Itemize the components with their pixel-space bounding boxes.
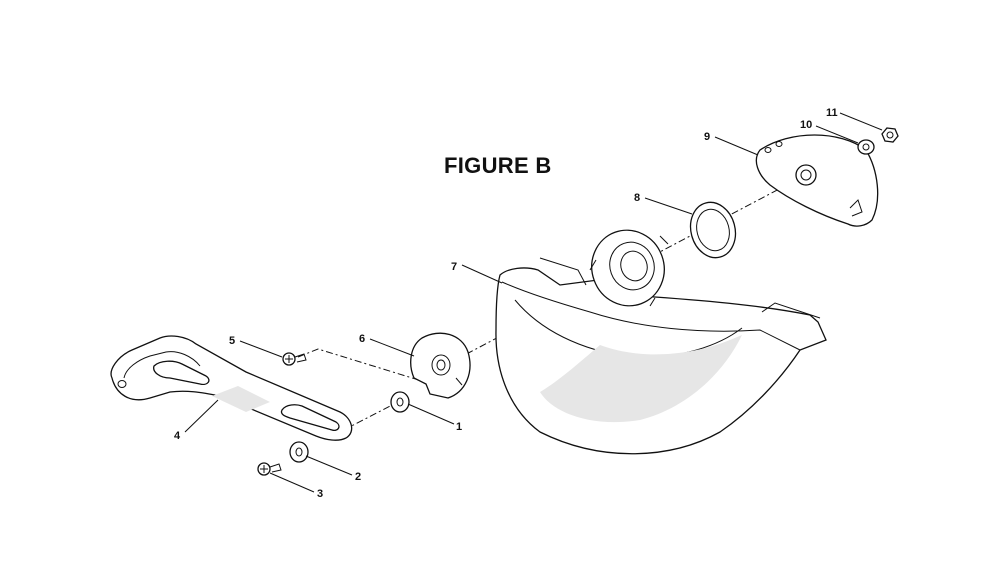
hex-nut [881, 127, 899, 143]
retaining-ring [689, 201, 737, 259]
callout-11: 11 [826, 107, 838, 119]
bracket-plate [410, 332, 471, 399]
callout-8: 8 [634, 192, 640, 204]
figure-title: FIGURE B [444, 153, 552, 178]
leader-6 [369, 338, 415, 357]
callout-9: 9 [704, 131, 710, 143]
leader-8 [644, 197, 693, 215]
lower-blade-guard [495, 229, 827, 455]
guard-cover-plate [755, 134, 879, 227]
leader-10 [815, 125, 859, 144]
flat-washer [390, 391, 410, 413]
callout-6: 6 [359, 333, 365, 345]
callout-4: 4 [174, 430, 181, 442]
leader-5 [239, 340, 283, 358]
screw-lower [257, 462, 282, 476]
assembly-axis-lower [329, 401, 399, 438]
leader-1 [407, 403, 455, 425]
callout-10: 10 [800, 119, 812, 131]
leader-9 [714, 136, 759, 156]
washer-lower [289, 441, 309, 463]
link-bar [110, 335, 353, 441]
screw-upper [282, 352, 307, 366]
callout-7: 7 [451, 261, 457, 273]
callout-1: 1 [456, 421, 462, 433]
leader-11 [839, 112, 883, 131]
leader-7 [461, 264, 503, 284]
leader-2 [305, 455, 353, 476]
leader-4 [184, 399, 219, 433]
callout-3: 3 [317, 488, 323, 500]
callout-5: 5 [229, 335, 235, 347]
guard-hub [591, 229, 665, 307]
bolt-washer [857, 139, 875, 155]
leader-3 [269, 472, 315, 493]
callout-2: 2 [355, 471, 361, 483]
assembly-axis-screw [297, 348, 423, 382]
